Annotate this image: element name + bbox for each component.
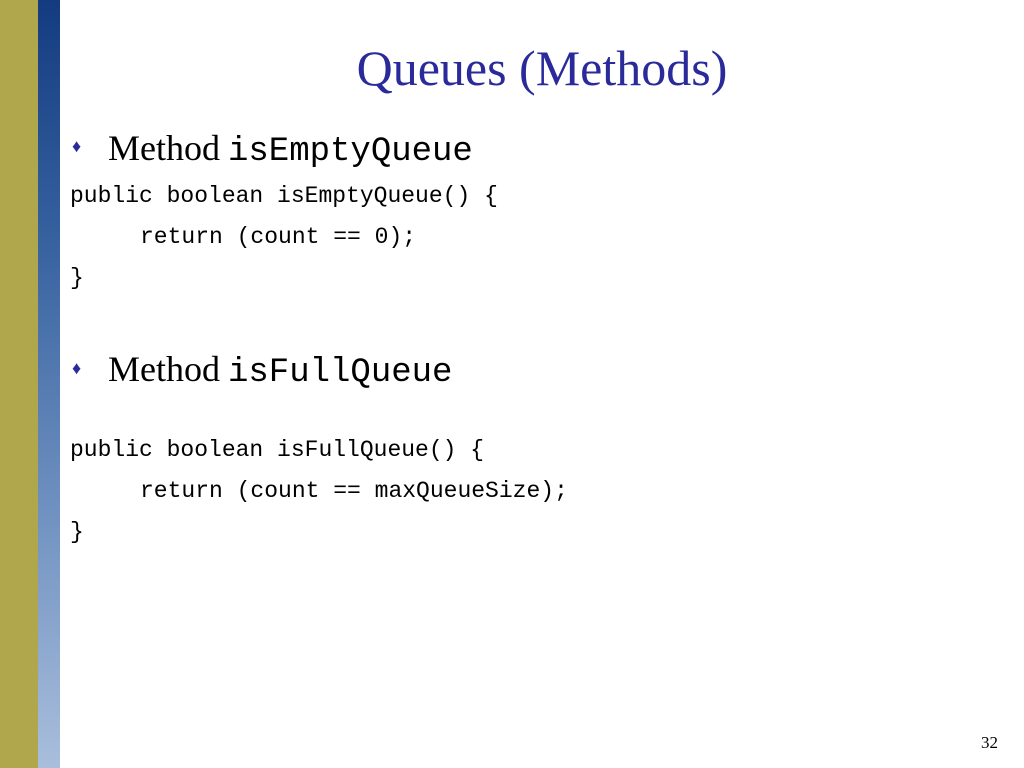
page-number: 32 bbox=[981, 733, 998, 752]
method-label: Method bbox=[108, 128, 220, 168]
method-name: isEmptyQueue bbox=[228, 133, 473, 171]
code-line: return (count == 0); bbox=[140, 224, 417, 250]
bullet-diamond-icon: ♦ bbox=[72, 358, 82, 378]
method-label: Method bbox=[108, 349, 220, 389]
code-line: return (count == maxQueueSize); bbox=[140, 478, 568, 504]
code-line: public boolean isFullQueue() { bbox=[70, 437, 485, 463]
sidebar-olive-band bbox=[0, 0, 38, 768]
code-line: } bbox=[70, 265, 84, 291]
code-line: } bbox=[70, 519, 84, 545]
sidebar-blue-band bbox=[38, 0, 60, 768]
code-line: public boolean isEmptyQueue() { bbox=[70, 183, 498, 209]
method-name: isFullQueue bbox=[228, 354, 453, 392]
bullet-diamond-icon: ♦ bbox=[72, 136, 82, 156]
slide-title: Queues (Methods) bbox=[356, 40, 728, 96]
